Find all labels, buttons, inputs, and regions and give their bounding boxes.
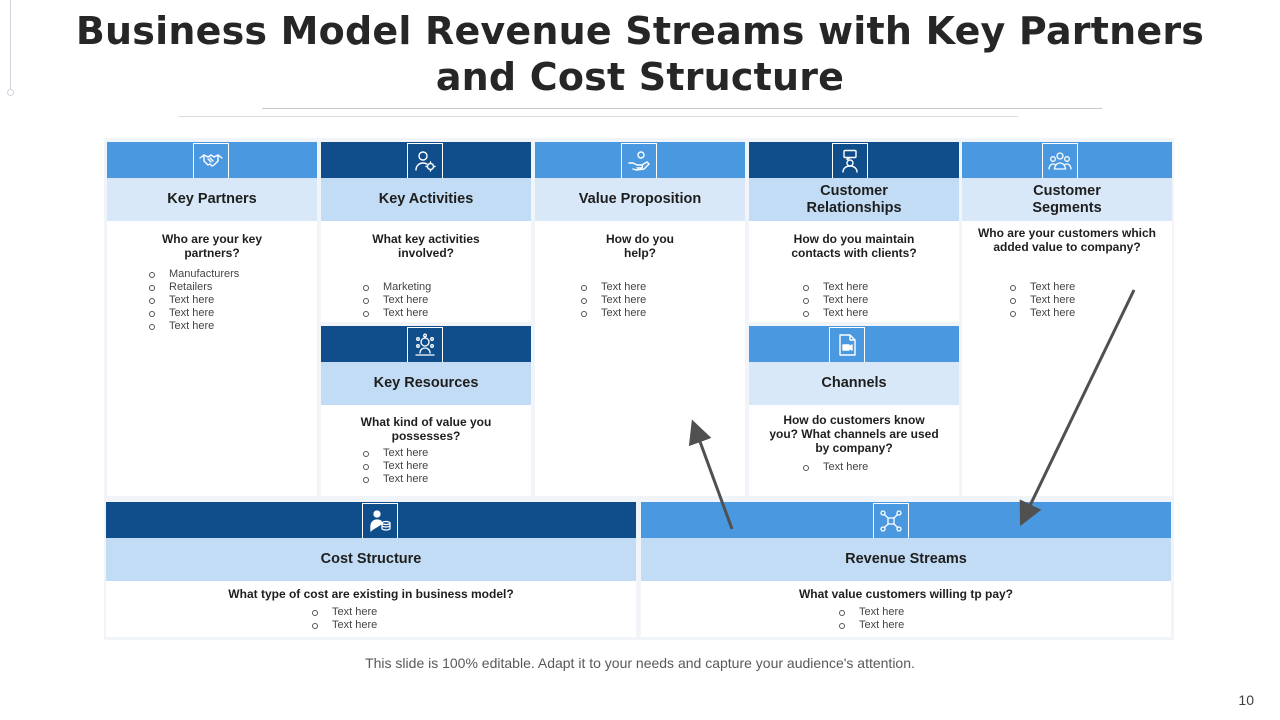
- video-file-icon: [829, 327, 865, 363]
- card-list: Text here Text here Text here: [363, 447, 428, 486]
- list-item: Text here: [839, 619, 904, 632]
- card-list: Text here Text here Text here: [1010, 281, 1075, 320]
- card-heading: Value Proposition: [535, 178, 745, 221]
- card-customer-segments: Customer Segments Who are your customers…: [962, 142, 1172, 496]
- list-item: Text here: [363, 307, 431, 320]
- card-revenue-streams: Revenue Streams What value customers wil…: [641, 502, 1171, 637]
- card-question: Who are your key partners?: [161, 232, 263, 260]
- card-list: Text here Text here: [839, 606, 904, 632]
- card-heading: Customer Segments: [962, 178, 1172, 221]
- card-value-proposition: Value Proposition How do you help? Text …: [535, 142, 745, 496]
- list-item: Text here: [803, 307, 868, 320]
- list-item: Text here: [363, 447, 428, 460]
- list-item: Text here: [312, 619, 377, 632]
- list-item: Text here: [1010, 281, 1075, 294]
- list-item: Text here: [581, 281, 646, 294]
- decorative-vertical-line: [10, 0, 11, 90]
- list-item: Text here: [581, 307, 646, 320]
- card-cost-structure: Cost Structure What type of cost are exi…: [106, 502, 636, 637]
- card-heading: Key Partners: [107, 178, 317, 221]
- group-icon: [1042, 143, 1078, 179]
- handshake-icon: [193, 143, 229, 179]
- card-heading: Revenue Streams: [641, 538, 1171, 581]
- network-nodes-icon: [873, 503, 909, 539]
- card-heading: Customer Relationships: [749, 178, 959, 221]
- card-list: Text here Text here: [312, 606, 377, 632]
- card-heading: Key Activities: [321, 178, 531, 221]
- card-heading: Key Resources: [321, 362, 531, 405]
- card-key-activities: Key Activities What key activities invol…: [321, 142, 531, 322]
- card-question: What type of cost are existing in busine…: [228, 587, 514, 601]
- title-divider: [262, 108, 1102, 109]
- list-item: Text here: [803, 294, 868, 307]
- card-list: Manufacturers Retailers Text here Text h…: [149, 268, 239, 333]
- network-people-icon: [407, 327, 443, 363]
- card-question: How do you help?: [606, 232, 674, 260]
- list-item: Text here: [363, 460, 428, 473]
- slide-title: Business Model Revenue Streams with Key …: [75, 9, 1205, 99]
- card-question: What key activities involved?: [372, 232, 480, 260]
- card-question: What value customers willing tp pay?: [798, 587, 1014, 601]
- list-item: Text here: [581, 294, 646, 307]
- list-item: Manufacturers: [149, 268, 239, 281]
- list-item: Text here: [803, 461, 868, 474]
- card-list: Text here Text here Text here: [803, 281, 868, 320]
- list-item: Text here: [803, 281, 868, 294]
- card-key-resources: Key Resources What kind of value you pos…: [321, 326, 531, 496]
- list-item: Text here: [1010, 307, 1075, 320]
- support-agent-icon: [832, 143, 868, 179]
- list-item: Text here: [312, 606, 377, 619]
- card-question: How do customers know you? What channels…: [769, 413, 939, 455]
- card-question: How do you maintain contacts with client…: [791, 232, 917, 260]
- card-list: Marketing Text here Text here: [363, 281, 431, 320]
- card-list: Text here Text here Text here: [581, 281, 646, 320]
- list-item: Text here: [839, 606, 904, 619]
- list-item: Marketing: [363, 281, 431, 294]
- card-key-partners: Key Partners Who are your key partners? …: [107, 142, 317, 496]
- card-customer-relationships: Customer Relationships How do you mainta…: [749, 142, 959, 322]
- title-divider-secondary: [178, 116, 1018, 117]
- list-item: Text here: [149, 307, 239, 320]
- card-question: Who are your customers which added value…: [977, 226, 1157, 254]
- list-item: Text here: [149, 320, 239, 333]
- card-heading: Cost Structure: [106, 538, 636, 581]
- user-gear-icon: [407, 143, 443, 179]
- decorative-dot: [7, 89, 14, 96]
- card-question: What kind of value you possesses?: [360, 415, 492, 443]
- list-item: Text here: [363, 473, 428, 486]
- card-list: Text here: [803, 461, 868, 474]
- helping-hand-icon: [621, 143, 657, 179]
- list-item: Retailers: [149, 281, 239, 294]
- card-channels: Channels How do customers know you? What…: [749, 326, 959, 496]
- person-coins-icon: [362, 503, 398, 539]
- list-item: Text here: [1010, 294, 1075, 307]
- card-heading: Channels: [749, 362, 959, 405]
- list-item: Text here: [149, 294, 239, 307]
- list-item: Text here: [363, 294, 431, 307]
- page-number: 10: [1238, 692, 1254, 708]
- footer-note: This slide is 100% editable. Adapt it to…: [365, 655, 915, 671]
